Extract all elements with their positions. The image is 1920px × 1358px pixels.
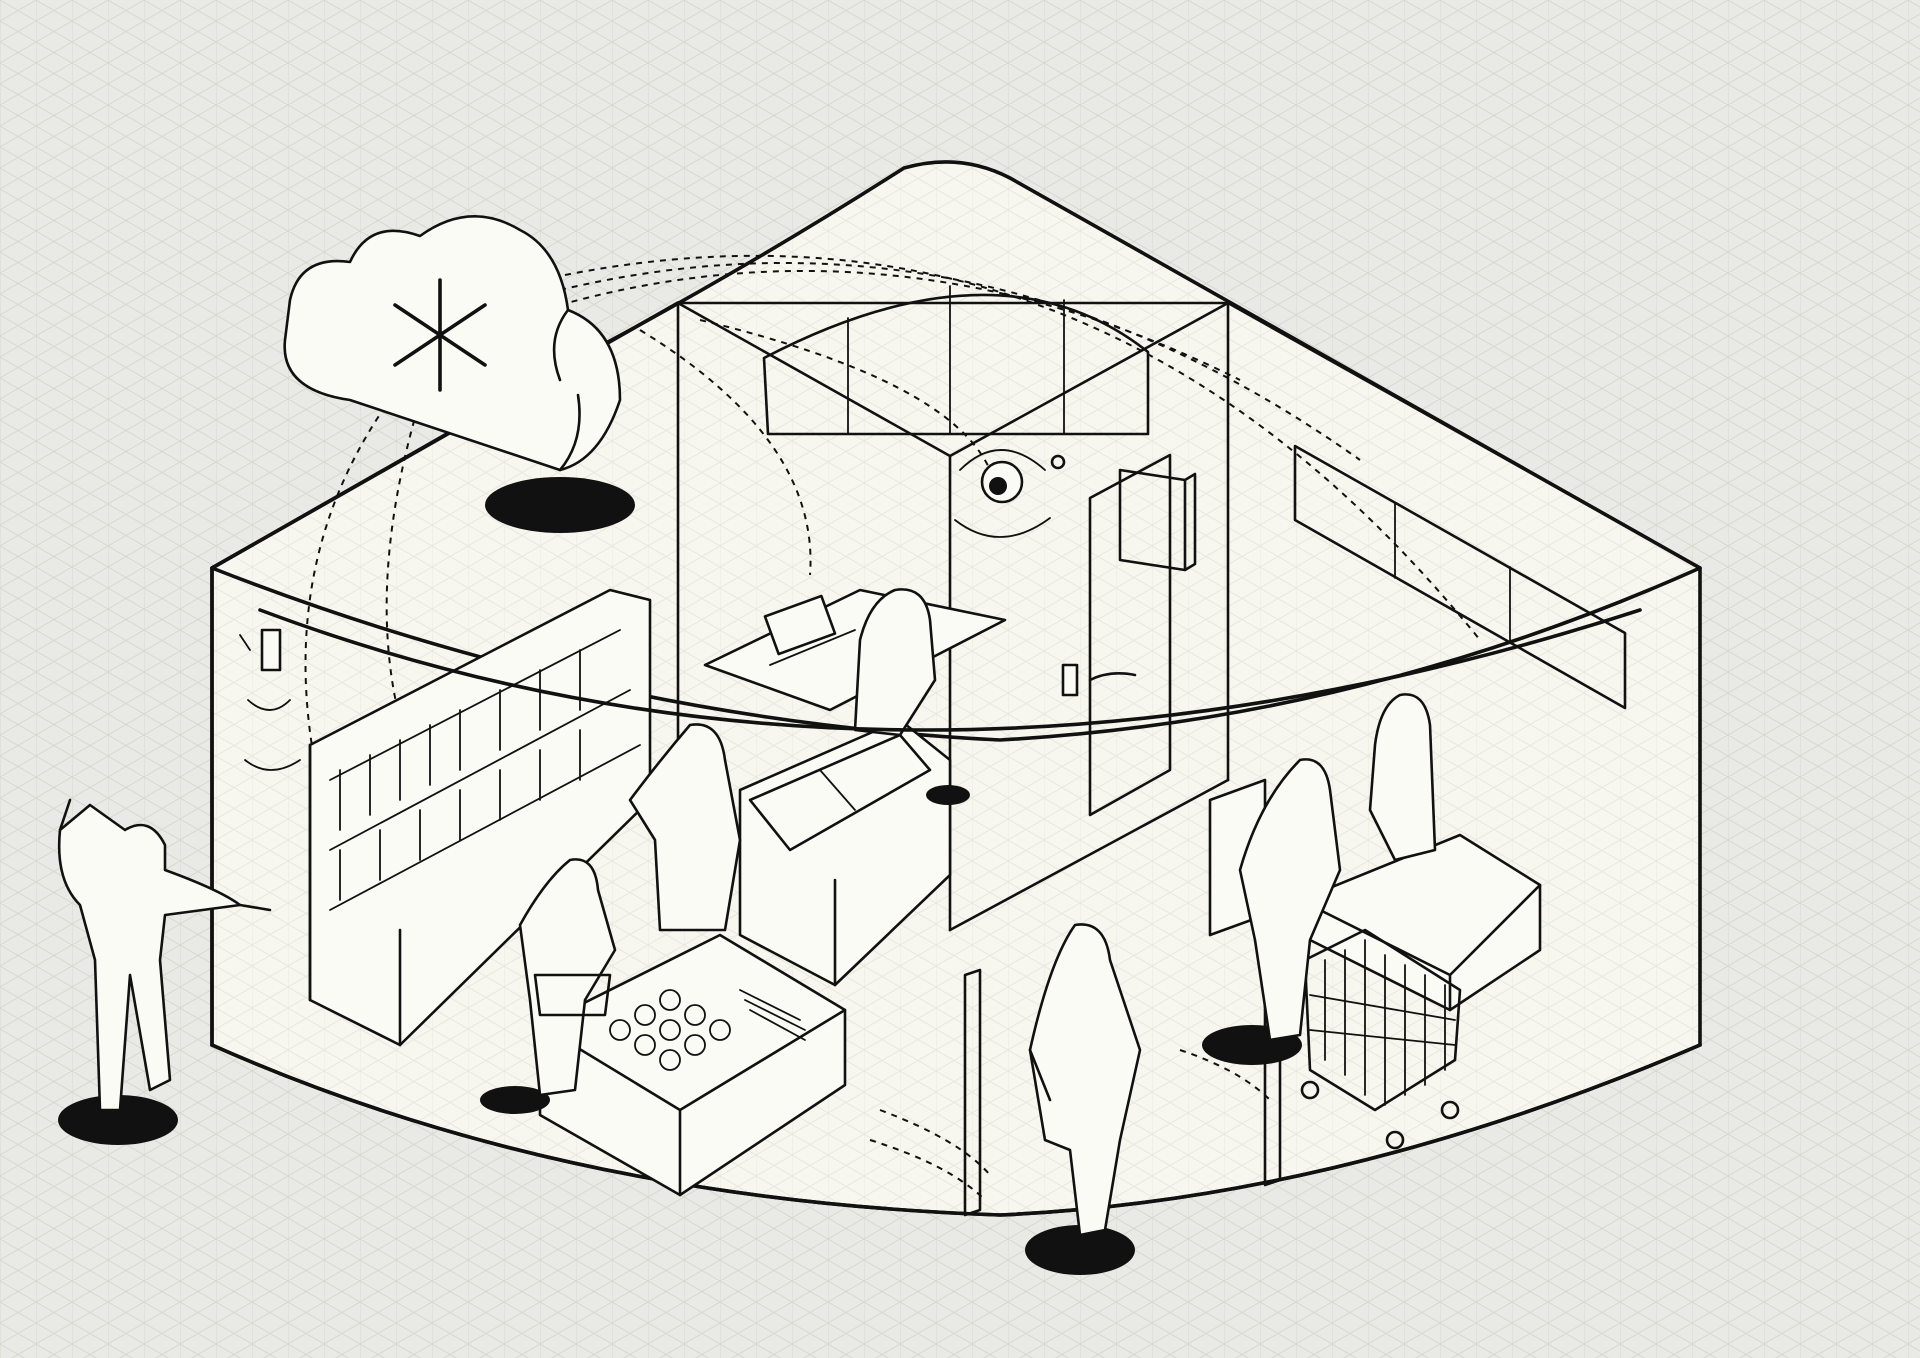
woman-entering bbox=[1025, 923, 1142, 1275]
produce-display bbox=[538, 933, 847, 1197]
cloud-icon bbox=[283, 215, 635, 533]
door-keypad-icon bbox=[1061, 663, 1137, 697]
intruder bbox=[57, 798, 272, 1145]
right-wall-window bbox=[1293, 444, 1627, 710]
office-worker bbox=[853, 588, 970, 805]
security-camera-icon bbox=[954, 449, 1066, 538]
customer-at-checkout bbox=[1202, 758, 1342, 1065]
rear-wall-curve bbox=[210, 566, 1702, 742]
wall-panel bbox=[1118, 468, 1197, 572]
freezer-case bbox=[738, 718, 952, 987]
shopping-cart bbox=[1300, 928, 1462, 1150]
alarm-sensor-icon bbox=[239, 628, 301, 771]
office-ceiling-left bbox=[676, 301, 952, 458]
asterisk-icon bbox=[393, 278, 487, 392]
office-ceiling-right bbox=[948, 301, 1230, 458]
office-window bbox=[762, 285, 1150, 436]
shopper-with-basket bbox=[480, 858, 617, 1114]
office-floor-edge bbox=[948, 778, 1230, 932]
signal-arc bbox=[258, 608, 1642, 732]
cashier bbox=[1368, 693, 1437, 862]
right-wall-top bbox=[1226, 301, 1702, 570]
shopper-at-shelf bbox=[628, 723, 742, 932]
floor-front-edge bbox=[210, 1043, 1702, 1217]
office-door bbox=[1088, 453, 1172, 817]
